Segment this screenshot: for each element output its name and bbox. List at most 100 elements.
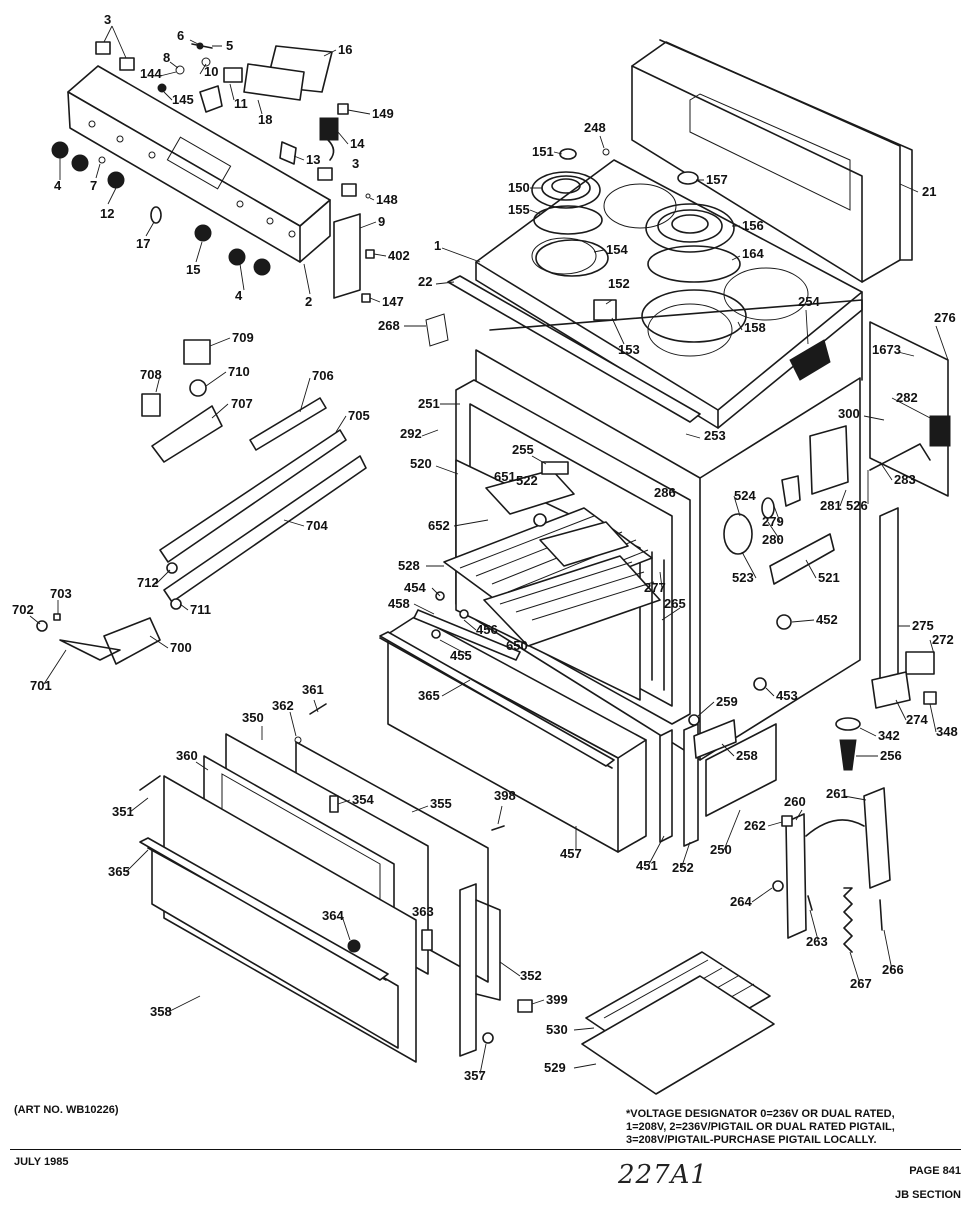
callout: 358 bbox=[150, 1004, 172, 1019]
callout: 524 bbox=[734, 488, 756, 503]
callout: 361 bbox=[302, 682, 324, 697]
callout: 651 bbox=[494, 469, 516, 484]
callout: 8 bbox=[163, 50, 170, 65]
callout: 710 bbox=[228, 364, 250, 379]
callout: 650 bbox=[506, 638, 528, 653]
callout: 522 bbox=[516, 473, 538, 488]
callout: 280 bbox=[762, 532, 784, 547]
callout: 152 bbox=[608, 276, 630, 291]
cooktop-group bbox=[425, 39, 913, 429]
voltage-designator-note: *VOLTAGE DESIGNATOR 0=236V OR DUAL RATED… bbox=[626, 1108, 895, 1146]
callout: 266 bbox=[882, 962, 904, 977]
callout: 14 bbox=[350, 136, 365, 151]
page-reference: PAGE 841 JB SECTION bbox=[895, 1153, 961, 1213]
callout: 145 bbox=[172, 92, 194, 107]
control-panel-group bbox=[51, 41, 375, 303]
callout: 708 bbox=[140, 367, 162, 382]
callout: 351 bbox=[112, 804, 134, 819]
callout: 251 bbox=[418, 396, 440, 411]
callout: 147 bbox=[382, 294, 404, 309]
callout: 6 bbox=[177, 28, 184, 43]
callout: 454 bbox=[404, 580, 426, 595]
callout: 292 bbox=[400, 426, 422, 441]
callout: 520 bbox=[410, 456, 432, 471]
callout: 528 bbox=[398, 558, 420, 573]
callout: 452 bbox=[816, 612, 838, 627]
footer-rule bbox=[10, 1149, 961, 1150]
callout: 281 bbox=[820, 498, 842, 513]
callout: 11 bbox=[234, 96, 248, 111]
callout: 360 bbox=[176, 748, 198, 763]
callout: 260 bbox=[784, 794, 806, 809]
callout: 259 bbox=[716, 694, 738, 709]
callout: 256 bbox=[880, 748, 902, 763]
callout: 523 bbox=[732, 570, 754, 585]
callout: 268 bbox=[378, 318, 400, 333]
callout: 530 bbox=[546, 1022, 568, 1037]
callout: 283 bbox=[894, 472, 916, 487]
callout: 300 bbox=[838, 406, 860, 421]
callout: 2 bbox=[305, 294, 312, 309]
callout: 399 bbox=[546, 992, 568, 1007]
callout: 272 bbox=[932, 632, 954, 647]
callout: 164 bbox=[742, 246, 764, 261]
callout: 9 bbox=[378, 214, 385, 229]
drawer-group bbox=[379, 591, 777, 853]
callout: 521 bbox=[818, 570, 840, 585]
callout: 267 bbox=[850, 976, 872, 991]
page-number: PAGE 841 bbox=[909, 1165, 961, 1177]
callout: 148 bbox=[376, 192, 398, 207]
callout: 155 bbox=[508, 202, 530, 217]
callout: 250 bbox=[710, 842, 732, 857]
callout: 154 bbox=[606, 242, 628, 257]
callout: 5 bbox=[226, 38, 233, 53]
callout: 455 bbox=[450, 648, 472, 663]
callout: 529 bbox=[544, 1060, 566, 1075]
callout: 352 bbox=[520, 968, 542, 983]
callout: 3 bbox=[104, 12, 111, 27]
callout: 153 bbox=[618, 342, 640, 357]
callout: 348 bbox=[936, 724, 958, 739]
callout: 458 bbox=[388, 596, 410, 611]
callout: 1673 bbox=[872, 342, 901, 357]
callout: 286 bbox=[654, 485, 676, 500]
callout: 13 bbox=[306, 152, 320, 167]
callout: 254 bbox=[798, 294, 820, 309]
callout: 700 bbox=[170, 640, 192, 655]
callout: 4 bbox=[54, 178, 62, 193]
callout: 350 bbox=[242, 710, 264, 725]
callout: 365 bbox=[108, 864, 130, 879]
callout: 263 bbox=[806, 934, 828, 949]
callout: 150 bbox=[508, 180, 530, 195]
callout: 526 bbox=[846, 498, 868, 513]
callout: 156 bbox=[742, 218, 764, 233]
callout: 707 bbox=[231, 396, 253, 411]
callout: 362 bbox=[272, 698, 294, 713]
callout: 1 bbox=[434, 238, 441, 253]
callout: 21 bbox=[922, 184, 936, 199]
oven-body-group bbox=[443, 299, 951, 771]
callout: 144 bbox=[140, 66, 162, 81]
callout: 363 bbox=[412, 904, 434, 919]
rack-slide-group bbox=[36, 339, 367, 665]
callout: 4 bbox=[235, 288, 243, 303]
callout: 3 bbox=[352, 156, 359, 171]
callout: 7 bbox=[90, 178, 97, 193]
callout: 456 bbox=[476, 622, 498, 637]
section-name: JB SECTION bbox=[894, 1189, 961, 1201]
callout: 158 bbox=[744, 320, 766, 335]
callout: 709 bbox=[232, 330, 254, 345]
callout: 398 bbox=[494, 788, 516, 803]
callout: 264 bbox=[730, 894, 752, 909]
callout: 701 bbox=[30, 678, 52, 693]
callout: 453 bbox=[776, 688, 798, 703]
callout: 15 bbox=[186, 262, 200, 277]
callout: 276 bbox=[934, 310, 956, 325]
callout: 703 bbox=[50, 586, 72, 601]
callout: 364 bbox=[322, 908, 344, 923]
callout: 261 bbox=[826, 786, 848, 801]
callout: 265 bbox=[664, 596, 686, 611]
callout: 18 bbox=[258, 112, 272, 127]
callout: 706 bbox=[312, 368, 334, 383]
